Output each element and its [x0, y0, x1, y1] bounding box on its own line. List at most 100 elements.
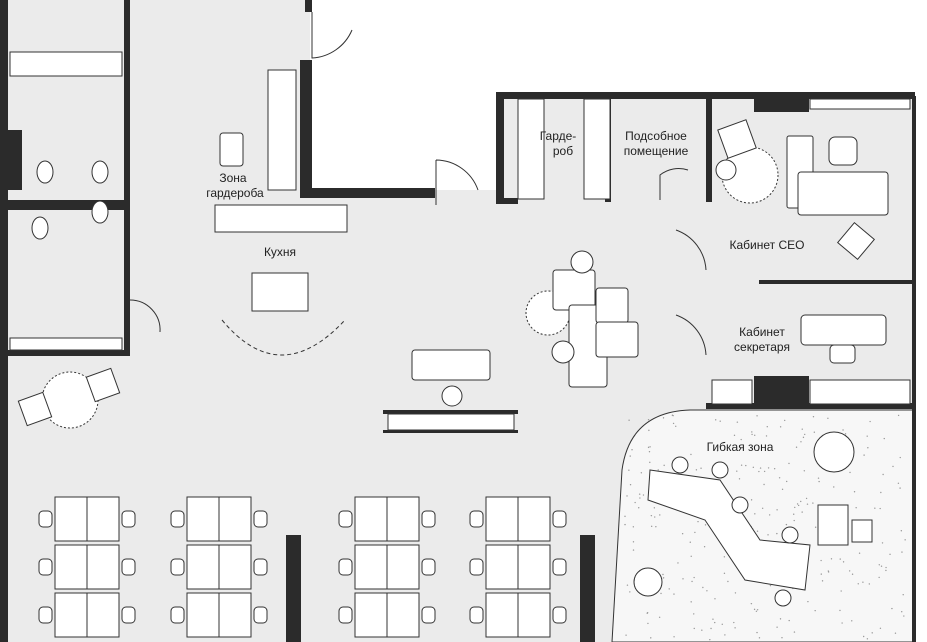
- speckle: [769, 584, 772, 587]
- speckle: [820, 573, 822, 575]
- speckle: [800, 500, 802, 503]
- speckle: [712, 618, 714, 620]
- speckle: [632, 541, 635, 543]
- speckle: [738, 478, 741, 480]
- chair: [121, 558, 136, 576]
- speckle: [668, 588, 670, 590]
- speckle: [662, 577, 665, 579]
- speckle: [761, 507, 764, 509]
- speckle: [897, 482, 900, 485]
- speckle: [800, 441, 802, 443]
- speckle: [902, 594, 904, 596]
- speckle: [874, 507, 876, 509]
- chair: [469, 510, 484, 528]
- room-label-wardrobe-2: роб: [553, 144, 573, 158]
- speckle: [672, 414, 674, 417]
- speckle: [779, 426, 782, 428]
- speckle: [768, 514, 771, 516]
- speckle: [818, 480, 820, 483]
- speckle: [675, 425, 677, 427]
- speckle: [813, 431, 816, 433]
- speckle: [851, 620, 853, 622]
- speckle: [806, 503, 809, 505]
- speckle: [871, 632, 873, 634]
- speckle: [869, 420, 871, 423]
- room-label-wardrobe: Гарде-: [540, 129, 577, 143]
- speckle: [853, 491, 856, 493]
- speckle: [883, 437, 885, 440]
- speckle: [647, 622, 649, 625]
- speckle: [658, 616, 661, 618]
- speckle: [827, 417, 829, 419]
- speckle: [642, 494, 645, 496]
- speckle: [894, 632, 897, 634]
- speckle: [750, 602, 753, 605]
- speckle: [842, 429, 844, 431]
- speckle: [776, 532, 778, 535]
- speckle: [659, 514, 661, 516]
- wardrobe-racks: [267, 69, 911, 200]
- speckle: [662, 417, 665, 419]
- speckle: [752, 466, 755, 469]
- room-label-flex-zone: Гибкая зона: [707, 440, 774, 454]
- speckle: [833, 486, 835, 488]
- speckle: [629, 591, 631, 593]
- speckle: [827, 570, 829, 572]
- speckle: [709, 638, 711, 641]
- speckle: [814, 609, 816, 612]
- chair: [338, 558, 353, 576]
- speckle: [866, 435, 868, 437]
- speckle: [841, 622, 843, 624]
- chair: [38, 510, 53, 528]
- speckle: [757, 449, 759, 451]
- speckle: [849, 471, 851, 474]
- speckle: [858, 552, 861, 554]
- speckle: [891, 607, 893, 610]
- speckle: [801, 511, 803, 513]
- speckle: [639, 497, 641, 499]
- room-label-secretary-2: секретаря: [734, 340, 790, 354]
- speckle: [788, 462, 790, 465]
- speckle: [750, 499, 753, 501]
- speckle: [844, 433, 847, 435]
- kitchen-furniture: [214, 132, 348, 312]
- speckle: [795, 446, 798, 448]
- speckle: [663, 464, 665, 467]
- speckle: [740, 464, 743, 466]
- speckle: [629, 484, 632, 486]
- speckle: [650, 637, 652, 639]
- speckle: [632, 526, 635, 528]
- speckle: [776, 509, 778, 511]
- speckle: [716, 450, 719, 452]
- speckle: [897, 414, 900, 417]
- speckle: [740, 438, 742, 441]
- chair: [253, 510, 268, 528]
- speckle: [694, 531, 696, 534]
- speckle: [794, 506, 796, 509]
- speckle: [693, 627, 695, 630]
- speckle: [648, 429, 650, 432]
- chair: [421, 606, 436, 624]
- speckle: [797, 504, 800, 507]
- ceo-office-furniture: [711, 119, 911, 405]
- speckle: [776, 626, 778, 628]
- speckle: [889, 553, 891, 556]
- speckle: [626, 584, 629, 586]
- speckle: [701, 629, 703, 631]
- speckle: [862, 581, 864, 583]
- speckle: [736, 421, 739, 423]
- chair: [421, 558, 436, 576]
- speckle: [756, 609, 759, 611]
- speckle: [879, 627, 882, 629]
- speckle: [878, 576, 880, 579]
- speckle: [793, 513, 795, 515]
- chair: [38, 606, 53, 624]
- speckle: [881, 542, 884, 544]
- restroom-fixtures: [9, 51, 123, 351]
- speckle: [723, 556, 726, 558]
- speckle: [714, 598, 716, 600]
- speckle: [855, 507, 857, 509]
- chair: [338, 606, 353, 624]
- speckle: [690, 601, 692, 603]
